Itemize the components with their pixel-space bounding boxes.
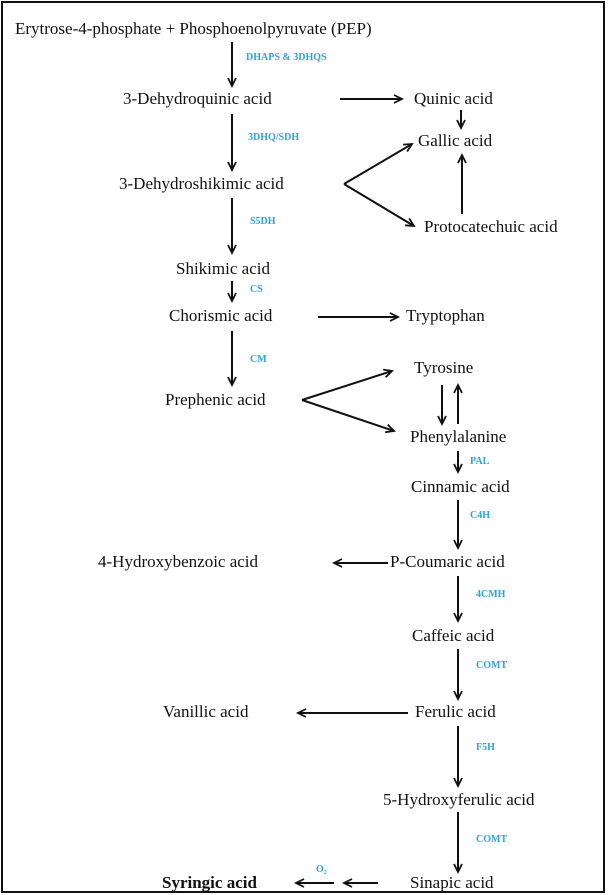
node-vanillic-acid: Vanillic acid [163, 702, 249, 721]
arrow-prephenic-to-phenylalanine [301, 399, 396, 434]
node-dehydroquinic-acid: 3-Dehydroquinic acid [123, 89, 272, 108]
enzyme-c4h: C4H [470, 510, 490, 521]
enzyme-3dhq-sdh: 3DHQ/SDH [248, 132, 300, 143]
enzyme-f5h: F5H [476, 742, 495, 753]
node-prephenic-acid: Prephenic acid [165, 390, 266, 409]
node-tryptophan: Tryptophan [406, 306, 485, 325]
node-hydroxyferulic-acid: 5-Hydroxyferulic acid [383, 790, 535, 809]
enzyme-pal: PAL [470, 456, 490, 467]
node-ferulic-acid: Ferulic acid [415, 702, 496, 721]
arrow-dehydroshikimic-to-protocatechuic [343, 183, 416, 228]
node-caffeic-acid: Caffeic acid [412, 626, 495, 645]
node-phenylalanine: Phenylalanine [410, 427, 507, 446]
node-start: Erytrose-4-phosphate + Phosphoenolpyruva… [15, 19, 372, 38]
enzyme-4cmh: 4CMH [476, 589, 506, 600]
enzyme-s5dh: S5DH [250, 216, 276, 227]
node-quinic-acid: Quinic acid [414, 89, 493, 108]
arrow-prephenic-to-tyrosine [301, 368, 394, 401]
enzyme-cs: CS [250, 284, 263, 295]
enzyme-cm: CM [250, 354, 267, 365]
node-tyrosine: Tyrosine [414, 358, 474, 377]
node-syringic-acid: Syringic acid [162, 873, 257, 892]
enzyme-comt-1: COMT [476, 660, 508, 671]
node-hydroxybenzoic-acid: 4-Hydroxybenzoic acid [98, 552, 259, 571]
node-shikimic-acid: Shikimic acid [176, 259, 270, 278]
enzyme-o2: O₂ [316, 864, 327, 875]
node-chorismic-acid: Chorismic acid [169, 306, 273, 325]
enzyme-dhaps-3dhqs: DHAPS & 3DHQS [246, 52, 327, 63]
node-sinapic-acid: Sinapic acid [410, 873, 494, 892]
node-cinnamic-acid: Cinnamic acid [411, 477, 510, 496]
node-gallic-acid: Gallic acid [418, 131, 493, 150]
node-dehydroshikimic-acid: 3-Dehydroshikimic acid [119, 174, 284, 193]
node-pcoumaric-acid: P-Coumaric acid [390, 552, 505, 571]
arrow-dehydroshikimic-to-gallic [343, 142, 414, 185]
node-protocatechuic-acid: Protocatechuic acid [424, 217, 558, 236]
enzyme-comt-2: COMT [476, 834, 508, 845]
